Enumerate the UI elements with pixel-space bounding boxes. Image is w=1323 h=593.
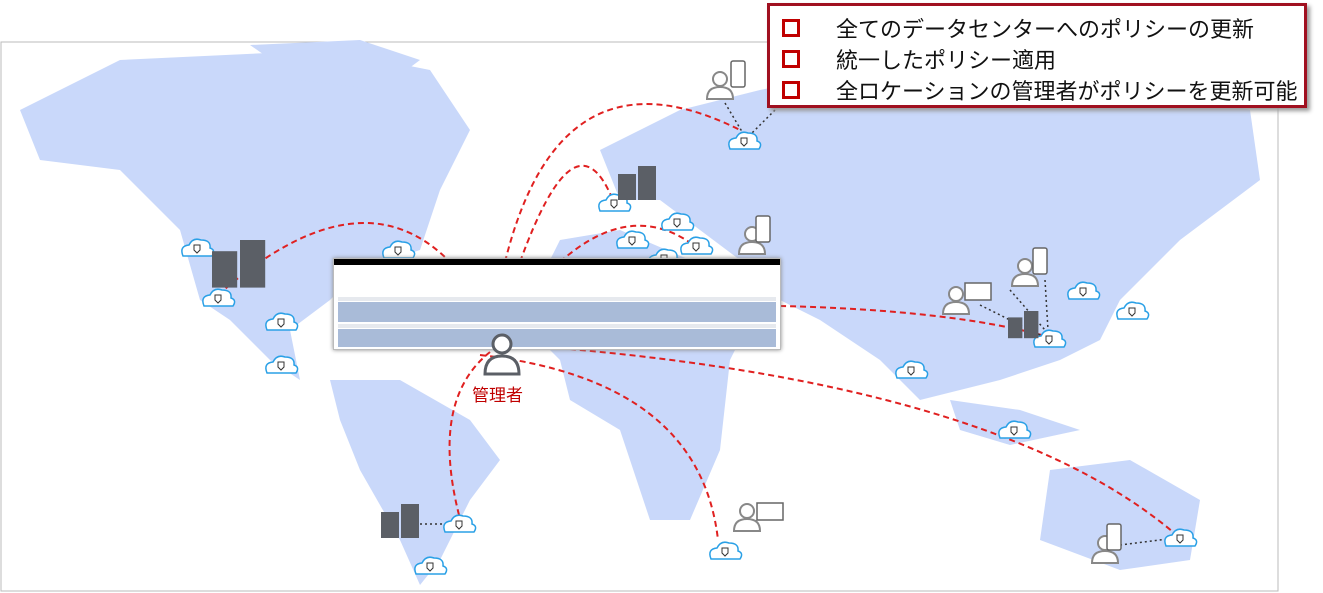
checkbox-marker-icon — [782, 49, 800, 68]
cloud-shield-icon — [202, 288, 236, 307]
cloud-shield-icon — [414, 556, 448, 575]
user-icon — [1010, 258, 1040, 287]
cloud-shield-icon — [680, 236, 714, 255]
checkbox-marker-icon — [782, 18, 800, 37]
admin-user-icon — [483, 333, 521, 376]
callout-item: 全てのデータセンターへのポリシーの更新 — [782, 12, 1304, 43]
building-icon — [618, 166, 656, 200]
cloud-shield-icon — [382, 240, 416, 259]
user-icon — [705, 71, 735, 100]
callout-item: 全ロケーションの管理者がポリシーを更新可能 — [782, 74, 1304, 105]
laptop-icon — [964, 282, 992, 301]
callout-text: 統一したポリシー適用 — [836, 48, 1057, 74]
management-console-screenshot — [333, 258, 781, 350]
callout-text: 全てのデータセンターへのポリシーの更新 — [836, 17, 1255, 43]
laptop-icon — [756, 502, 784, 521]
phone-icon — [1032, 247, 1048, 275]
cloud-shield-icon — [661, 212, 695, 231]
cloud-shield-icon — [1164, 528, 1198, 547]
cloud-shield-icon — [895, 360, 929, 379]
callout-text: 全ロケーションの管理者がポリシーを更新可能 — [836, 79, 1298, 105]
admin-label: 管理者 — [472, 386, 523, 406]
cloud-shield-icon — [616, 230, 650, 249]
cloud-shield-icon — [728, 131, 762, 150]
cloud-shield-icon — [443, 514, 477, 533]
cloud-shield-icon — [1116, 301, 1150, 320]
cloud-shield-icon — [1067, 281, 1101, 300]
phone-icon — [1106, 523, 1122, 551]
callout-item: 統一したポリシー適用 — [782, 43, 1304, 74]
checkbox-marker-icon — [782, 80, 800, 99]
phone-icon — [755, 215, 771, 243]
user-icon — [941, 286, 971, 315]
benefits-callout: 全てのデータセンターへのポリシーの更新 統一したポリシー適用 全ロケーションの管… — [767, 3, 1307, 108]
cloud-shield-icon — [998, 420, 1032, 439]
cloud-shield-icon — [709, 541, 743, 560]
phone-icon — [730, 60, 746, 88]
building-icon — [1008, 311, 1039, 339]
user-icon — [732, 503, 762, 532]
building-icon — [381, 504, 419, 538]
cloud-shield-icon — [265, 312, 299, 331]
cloud-shield-icon — [181, 238, 215, 257]
building-icon — [212, 240, 266, 288]
cloud-shield-icon — [265, 355, 299, 374]
